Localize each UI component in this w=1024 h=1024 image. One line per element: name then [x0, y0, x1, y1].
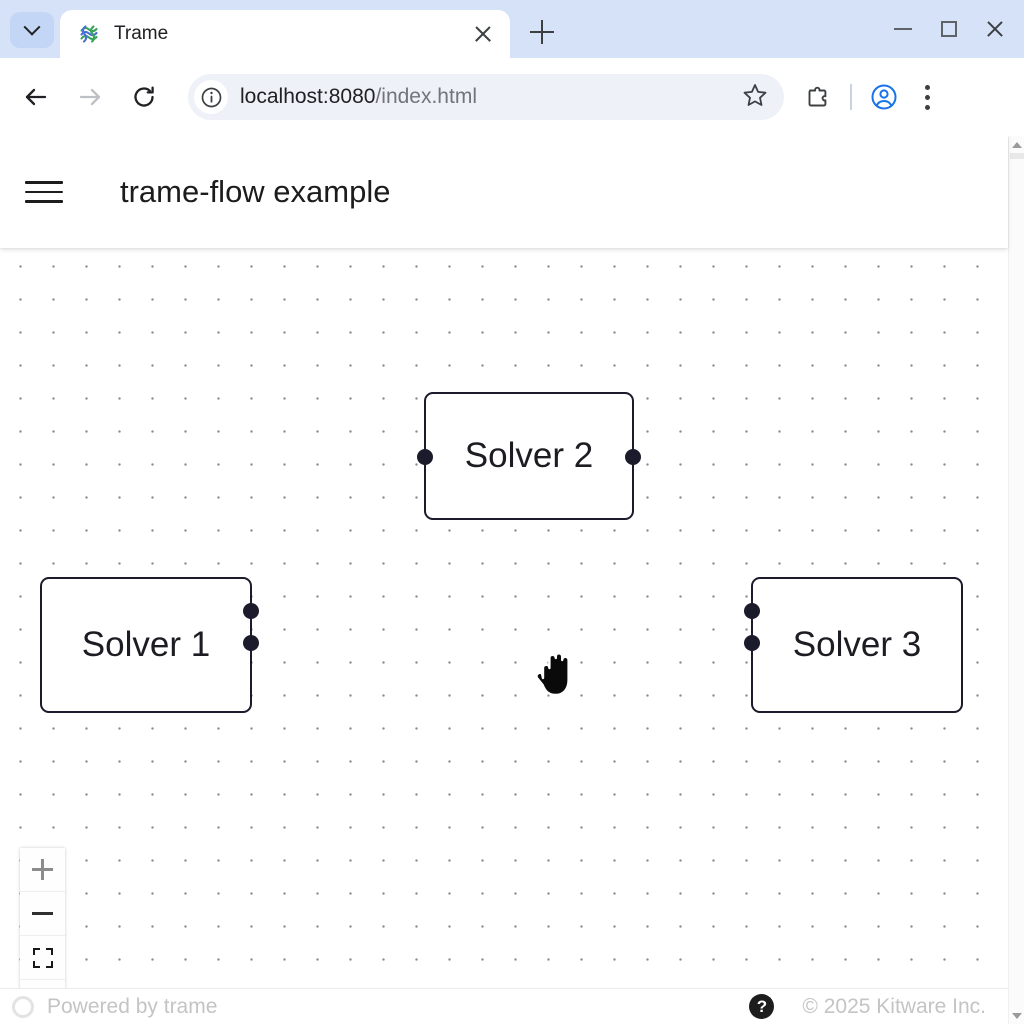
minus-icon: [32, 912, 53, 915]
tab-title: Trame: [114, 23, 169, 44]
puzzle-piece-icon: [808, 86, 826, 106]
page-viewport: trame-flow example Solver 1 Solver 2: [0, 136, 1024, 1024]
profile-button[interactable]: [862, 75, 906, 119]
chevron-down-icon: [23, 18, 41, 36]
minimize-icon: [894, 27, 912, 31]
loading-ring-icon: [12, 995, 34, 1018]
trame-logo-icon: [78, 23, 100, 45]
flow-node-solver3[interactable]: Solver 3: [744, 577, 963, 713]
arrow-left-icon: [25, 88, 47, 106]
fit-view-button[interactable]: [20, 936, 65, 980]
plus-icon: [32, 859, 53, 880]
footer-right: ? © 2025 Kitware Inc.: [749, 994, 1008, 1019]
input-port[interactable]: [744, 635, 760, 651]
forward-button[interactable]: [66, 73, 114, 121]
tab-search-button[interactable]: [10, 12, 54, 48]
browser-menu-button[interactable]: [906, 75, 950, 119]
output-port[interactable]: [243, 635, 259, 651]
toolbar-divider: [850, 84, 852, 110]
browser-tab[interactable]: Trame: [60, 10, 510, 58]
scrollbar-thumb[interactable]: [1010, 153, 1024, 159]
scroll-down-button[interactable]: [1009, 1007, 1024, 1024]
url-text: localhost:8080/index.html: [240, 85, 742, 109]
browser-toolbar: localhost:8080/index.html: [0, 58, 1024, 136]
copyright-label: © 2025 Kitware Inc.: [802, 994, 986, 1018]
trame-app: trame-flow example Solver 1 Solver 2: [0, 136, 1008, 1024]
window-close-button[interactable]: [972, 5, 1018, 53]
node-label: Solver 1: [81, 625, 211, 664]
flow-node-solver2[interactable]: Solver 2: [417, 392, 641, 520]
page-title: trame-flow example: [120, 174, 391, 209]
node-label: Solver 3: [792, 625, 922, 664]
fit-screen-icon: [32, 947, 53, 968]
app-footer: Powered by trame ? © 2025 Kitware Inc.: [0, 988, 1008, 1024]
flow-canvas[interactable]: Solver 1 Solver 2 Solver 3: [0, 248, 1008, 1024]
vertical-scrollbar[interactable]: [1008, 136, 1024, 1024]
zoom-out-button[interactable]: [20, 892, 65, 936]
output-port[interactable]: [243, 603, 259, 619]
reload-button[interactable]: [120, 73, 168, 121]
url-path: /index.html: [375, 85, 477, 108]
window-controls: [880, 0, 1024, 58]
info-circle-icon[interactable]: [194, 80, 228, 114]
input-port[interactable]: [744, 603, 760, 619]
star-icon[interactable]: [742, 82, 774, 113]
minimize-button[interactable]: [880, 5, 926, 53]
three-dots-vertical-icon: [925, 84, 930, 110]
powered-by-label: Powered by trame: [47, 994, 218, 1018]
reload-icon: [134, 86, 154, 107]
back-button[interactable]: [12, 73, 60, 121]
grab-hand-cursor: [533, 648, 579, 705]
zoom-in-button[interactable]: [20, 848, 65, 892]
scroll-up-button[interactable]: [1009, 136, 1024, 153]
address-bar[interactable]: localhost:8080/index.html: [188, 74, 784, 120]
maximize-icon: [941, 21, 957, 37]
footer-left: Powered by trame: [0, 995, 217, 1019]
hamburger-menu-icon[interactable]: [22, 170, 66, 214]
arrow-right-icon: [79, 88, 101, 106]
node-label: Solver 2: [464, 436, 594, 475]
new-tab-button[interactable]: [522, 12, 562, 52]
output-port[interactable]: [625, 449, 641, 465]
app-bar: trame-flow example: [0, 136, 1008, 248]
account-circle-icon: [871, 84, 896, 110]
triangle-up-icon: [1012, 141, 1022, 148]
close-icon[interactable]: [470, 21, 496, 47]
url-host: localhost:8080: [240, 85, 376, 108]
flow-node-solver1[interactable]: Solver 1: [40, 577, 259, 713]
tab-strip: Trame: [0, 0, 1024, 58]
close-icon: [985, 19, 1005, 39]
question-mark-icon[interactable]: ?: [749, 994, 775, 1019]
maximize-button[interactable]: [926, 5, 972, 53]
extensions-button[interactable]: [796, 75, 840, 119]
triangle-down-icon: [1012, 1012, 1022, 1019]
input-port[interactable]: [417, 449, 433, 465]
